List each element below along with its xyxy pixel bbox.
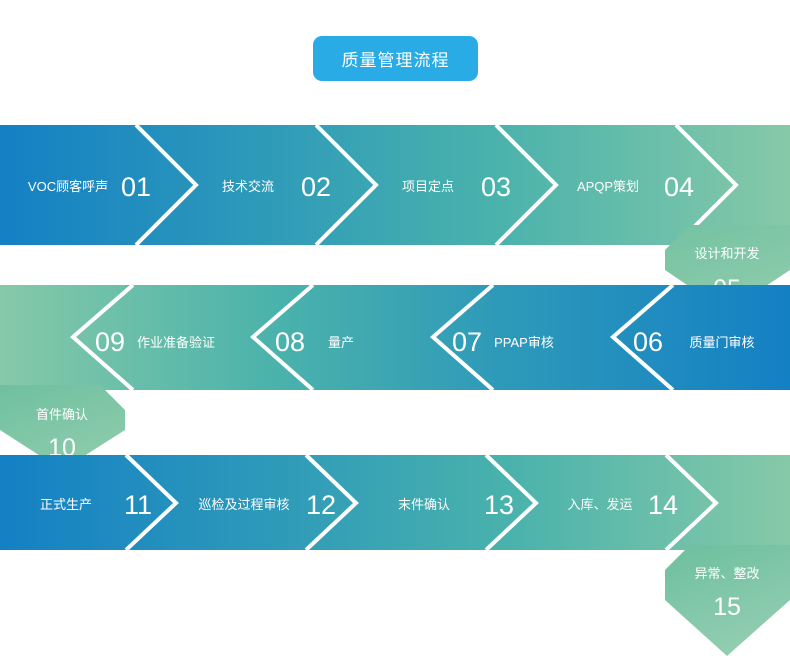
step-06-number: 06 — [633, 327, 663, 357]
step-04-name: APQP策划 — [577, 179, 639, 194]
flow-row-1 — [0, 123, 790, 247]
step-15-name: 异常、整改 — [694, 566, 759, 581]
row-1-band — [0, 125, 790, 245]
connector-step-15: 异常、整改 15 — [665, 545, 790, 656]
step-09-name: 作业准备验证 — [137, 335, 215, 350]
connector-step-10: 首件确认 10 — [0, 385, 125, 470]
step-11-number: 11 — [124, 490, 152, 520]
step-06-name: 质量门审核 — [689, 335, 754, 350]
step-05-name: 设计和开发 — [694, 246, 759, 261]
step-12-number: 12 — [306, 490, 336, 520]
step-12-name: 巡检及过程审核 — [198, 497, 289, 512]
step-03-name: 项目定点 — [402, 179, 454, 194]
row-1-labels: VOC顾客呼声 01 技术交流 02 项目定点 03 APQP策划 04 — [28, 172, 694, 202]
row-2-band — [0, 285, 790, 390]
flow-row-3 — [0, 453, 790, 552]
step-14-number: 14 — [648, 490, 678, 520]
step-08-name: 量产 — [328, 335, 354, 350]
step-03-number: 03 — [481, 172, 511, 202]
step-11-name: 正式生产 — [40, 497, 92, 512]
row-3-band — [0, 455, 790, 550]
step-01-name: VOC顾客呼声 — [28, 179, 108, 194]
row-2-chevron-separators — [69, 283, 675, 392]
step-15-number: 15 — [713, 593, 741, 621]
step-02-name: 技术交流 — [222, 179, 274, 194]
row-3-chevron-separators — [124, 453, 719, 552]
flow-row-2 — [0, 283, 790, 392]
step-14-name: 入库、发运 — [567, 497, 632, 512]
step-10-shape — [0, 385, 125, 470]
page-title: 质量管理流程 — [313, 36, 478, 81]
step-07-name: PPAP审核 — [494, 335, 554, 350]
step-10-name: 首件确认 — [36, 407, 88, 422]
step-13-name: 末件确认 — [398, 497, 450, 512]
step-07-number: 07 — [452, 327, 482, 357]
page-title-text: 质量管理流程 — [341, 51, 450, 70]
step-02-number: 02 — [301, 172, 331, 202]
step-09-number: 09 — [95, 327, 125, 357]
step-04-number: 04 — [664, 172, 694, 202]
step-15-shape — [665, 545, 790, 656]
step-01-number: 01 — [121, 172, 151, 202]
row-2-labels: 09 作业准备验证 08 量产 07 PPAP审核 06 质量门审核 — [95, 327, 755, 357]
row-3-labels: 正式生产 11 巡检及过程审核 12 末件确认 13 入库、发运 14 — [40, 490, 678, 520]
step-08-number: 08 — [275, 327, 305, 357]
step-13-number: 13 — [484, 490, 514, 520]
